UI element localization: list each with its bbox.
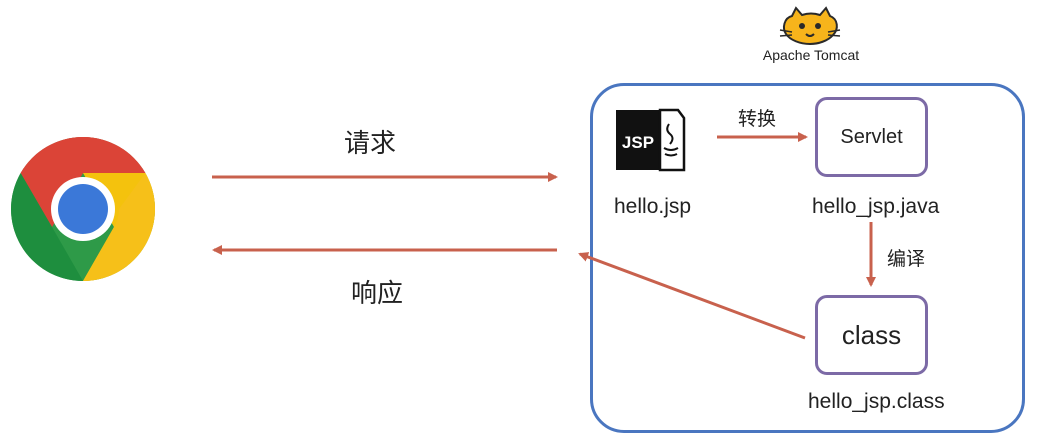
servlet-node: Servlet <box>815 97 928 177</box>
class-file-label: hello_jsp.class <box>808 390 945 413</box>
tomcat-caption: Apache Tomcat <box>762 47 860 63</box>
servlet-node-label: Servlet <box>840 125 903 148</box>
java-file-label: hello_jsp.java <box>812 195 940 218</box>
convert-label: 转换 <box>738 109 777 130</box>
class-node-label: class <box>841 319 902 350</box>
jsp-file-label: hello.jsp <box>614 195 692 218</box>
class-node: class <box>815 295 928 375</box>
request-label: 请求 <box>344 128 397 158</box>
jsp-icon-text: JSP <box>622 133 654 152</box>
chrome-browser-icon <box>11 137 155 281</box>
compile-label: 编译 <box>887 249 926 270</box>
jsp-file-icon: JSP <box>616 108 686 172</box>
tomcat-cat-icon <box>779 6 841 46</box>
response-label: 响应 <box>351 278 404 308</box>
